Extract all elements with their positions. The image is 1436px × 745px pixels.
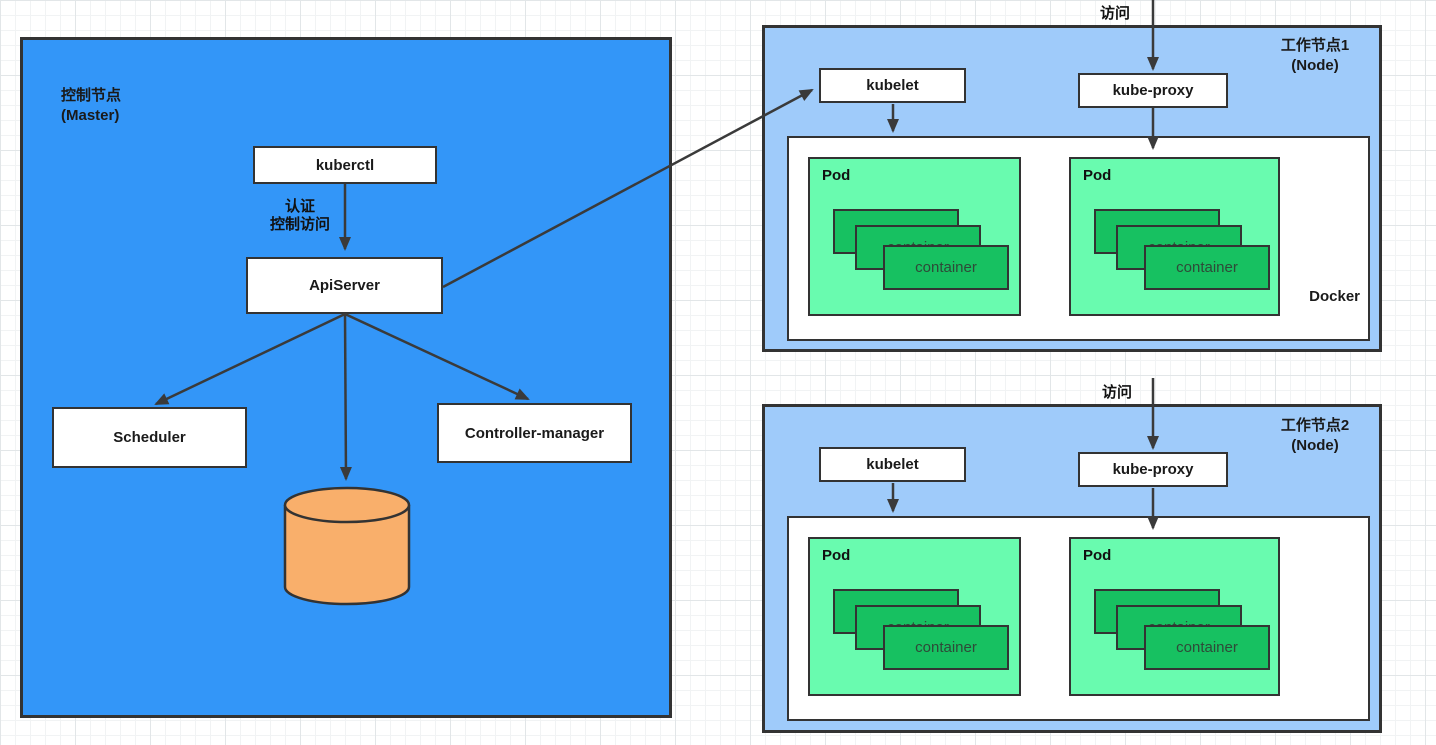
access-label-node2: 访问 [1102, 384, 1133, 401]
controller-manager-box: Controller-manager [437, 403, 632, 463]
container-label: container [1176, 259, 1238, 276]
worker-node1-title-line1: 工作节点1 [1280, 37, 1350, 54]
worker-node2-title-line2: (Node) [1291, 437, 1339, 454]
container-box: container [883, 625, 1009, 670]
docker-label: Docker [1309, 288, 1360, 305]
scheduler-box: Scheduler [52, 407, 247, 468]
pod-label: Pod [1083, 547, 1112, 564]
container-box: container [1144, 245, 1270, 290]
etcd-label: etcd [331, 552, 363, 569]
auth-edge-label-line2: 控制访问 [269, 216, 330, 233]
pod-node2-b: Pod container container container [1069, 537, 1280, 696]
apiserver-box: ApiServer [246, 257, 443, 314]
kubelet-box-node2: kubelet [819, 447, 966, 482]
worker-node2-title: 工作节点2 (Node) [1260, 416, 1370, 456]
pod-node1-b: Pod container container container [1069, 157, 1280, 316]
auth-edge-label: 认证 控制访问 [255, 198, 345, 234]
worker-node2-title-line1: 工作节点2 [1280, 417, 1350, 434]
worker-node1-title-line2: (Node) [1291, 57, 1339, 74]
container-label: container [1176, 639, 1238, 656]
master-title-line2: (Master) [61, 107, 120, 124]
access-label-node1: 访问 [1100, 5, 1131, 22]
master-title: 控制节点 (Master) [61, 86, 121, 126]
container-label: container [915, 639, 977, 656]
kube-proxy-box-node2: kube-proxy [1078, 452, 1228, 487]
master-title-line1: 控制节点 [61, 87, 122, 104]
pod-label: Pod [822, 167, 851, 184]
container-box: container [1144, 625, 1270, 670]
worker-node1-title: 工作节点1 (Node) [1260, 36, 1370, 76]
kubelet-box-node1: kubelet [819, 68, 966, 103]
master-node-group: 控制节点 (Master) [20, 37, 672, 718]
container-label: container [915, 259, 977, 276]
pod-label: Pod [822, 547, 851, 564]
kube-proxy-box-node1: kube-proxy [1078, 73, 1228, 108]
kuberctl-box: kuberctl [253, 146, 437, 184]
container-box: container [883, 245, 1009, 290]
pod-node2-a: Pod container container container [808, 537, 1021, 696]
pod-label: Pod [1083, 167, 1112, 184]
auth-edge-label-line1: 认证 [284, 198, 315, 215]
pod-node1-a: Pod container container container [808, 157, 1021, 316]
